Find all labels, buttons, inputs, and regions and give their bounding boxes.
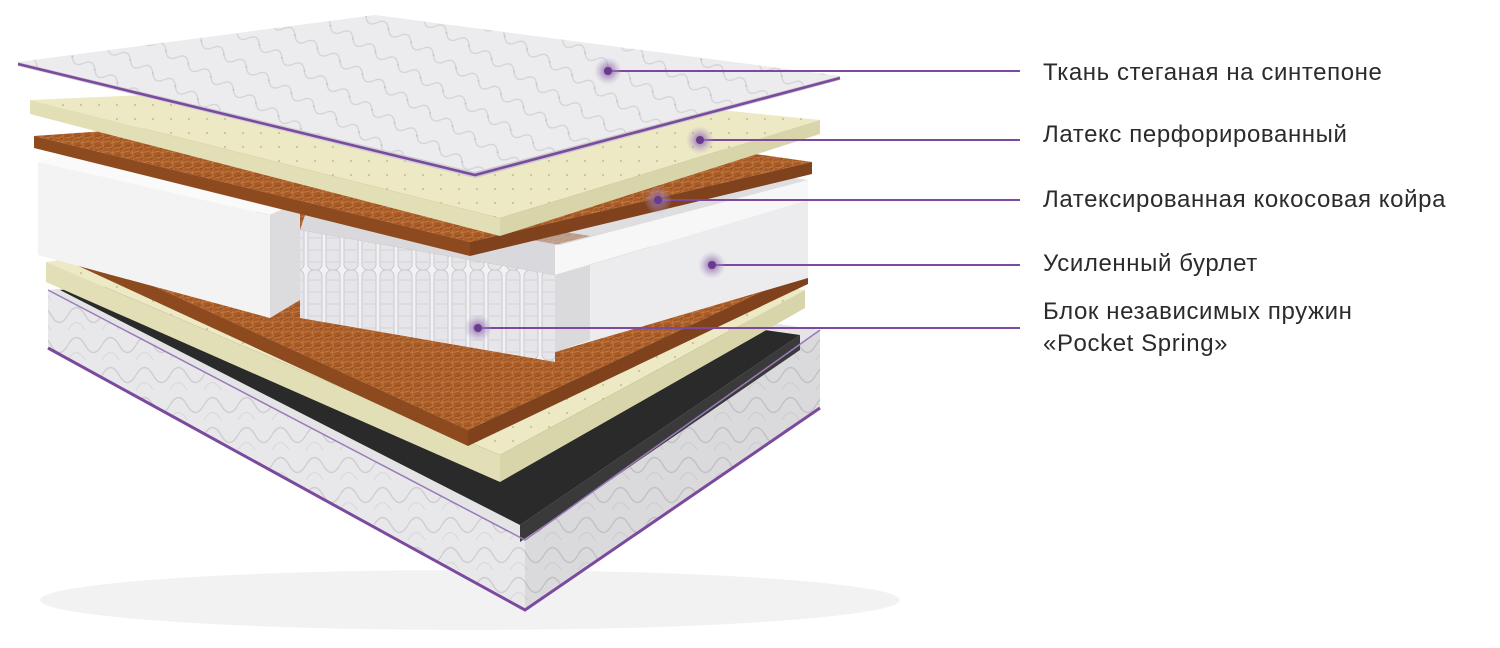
- top-fabric-layer: [17, 15, 841, 178]
- label-rim: Усиленный бурлет: [1043, 250, 1258, 277]
- label-springs-line2: «Pocket Spring»: [1043, 330, 1229, 357]
- label-springs-line1: Блок независимых пружин: [1043, 298, 1353, 325]
- leader-lines: [478, 70, 1020, 329]
- label-fabric: Ткань стеганая на синтепоне: [1043, 59, 1383, 86]
- label-coir: Латексированная кокосовая койра: [1043, 186, 1447, 213]
- label-latex: Латекс перфорированный: [1043, 121, 1348, 148]
- marker-dots: [464, 57, 726, 342]
- floor-shadow: [40, 570, 900, 630]
